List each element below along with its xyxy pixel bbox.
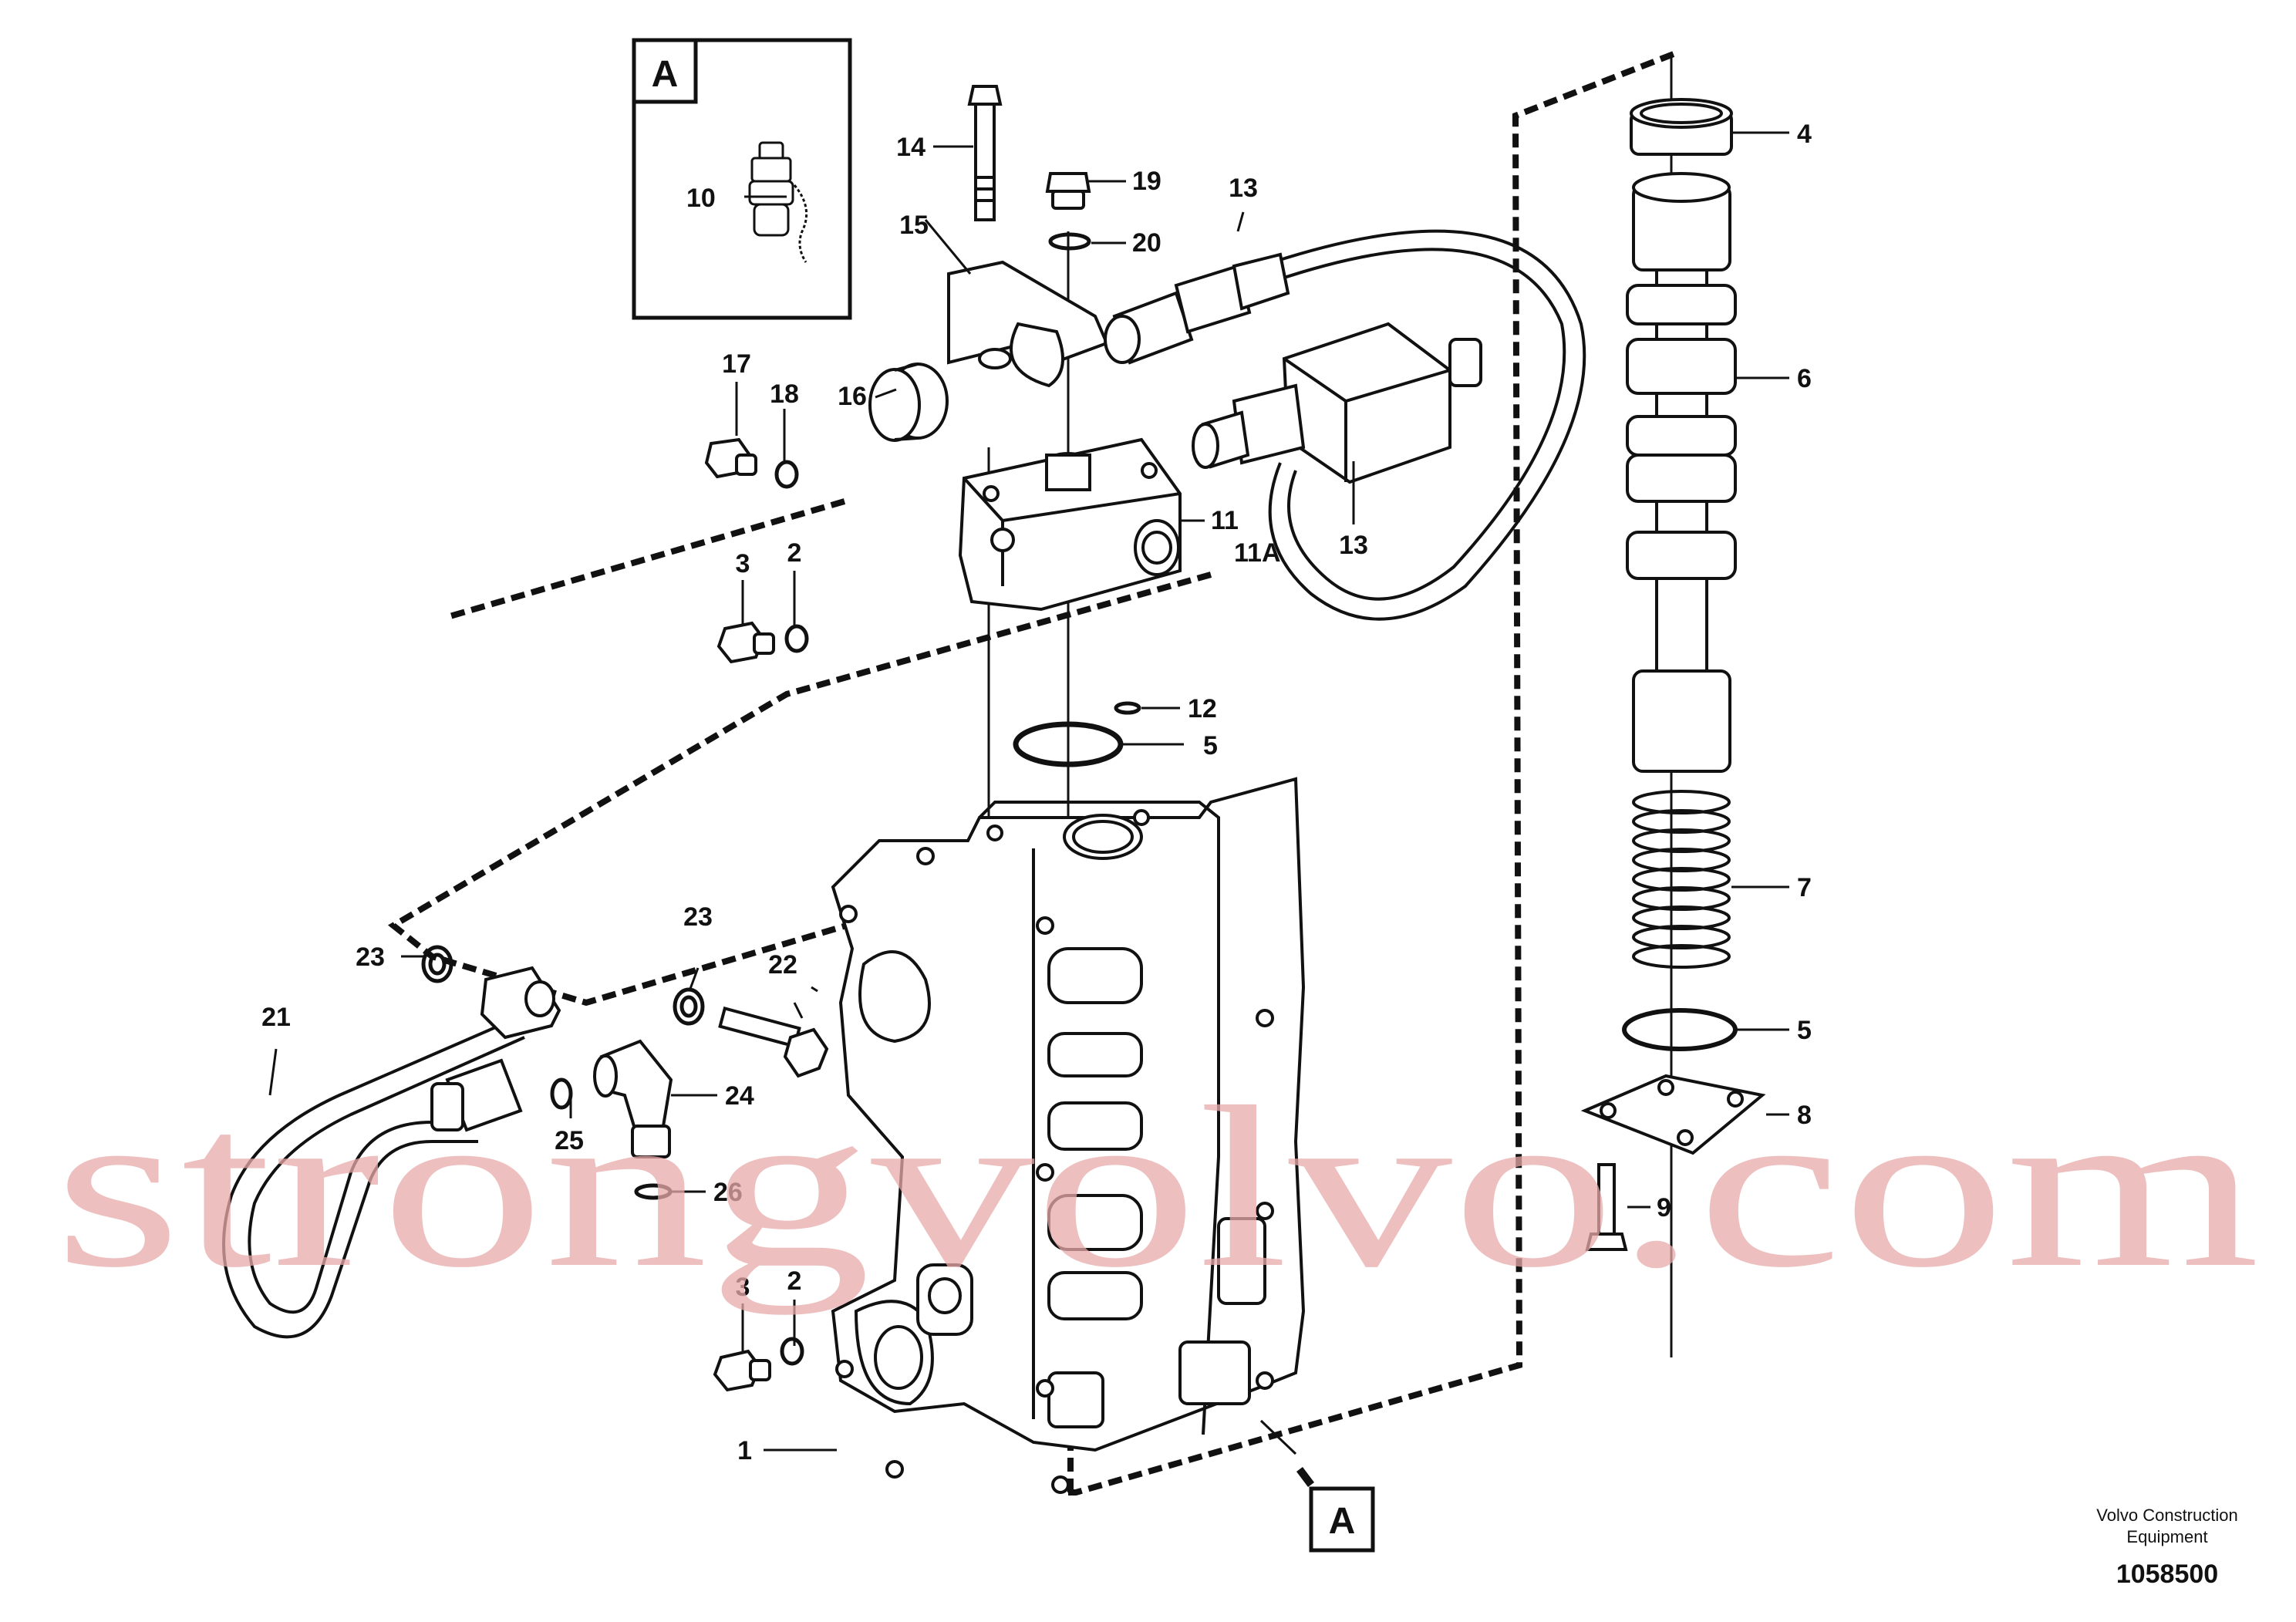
detail-box-a: A [632, 38, 852, 320]
reference-box-a: A [1296, 1467, 1375, 1553]
spring-part [1632, 790, 1731, 969]
plug-3-lower [713, 1337, 804, 1392]
drawing-number: 1058500 [2116, 1560, 2218, 1589]
callout-26: 26 [713, 1178, 743, 1207]
watermark-text: strongvolvo.com [54, 1059, 2260, 1316]
detail-box-letter: A [652, 54, 679, 95]
callout-13-lower: 13 [1339, 531, 1368, 560]
callout-19: 19 [1132, 167, 1161, 196]
callout-8: 8 [1797, 1101, 1812, 1130]
pipe-21 [222, 1017, 525, 1339]
callout-3-lower: 3 [736, 1273, 750, 1302]
callout-11: 11 [1211, 506, 1239, 535]
callout-2-lower: 2 [787, 1266, 802, 1296]
quick-coupling-part [748, 141, 808, 263]
leader-lines [268, 131, 1789, 1455]
plug-19 [1045, 172, 1091, 251]
callout-25: 25 [555, 1126, 584, 1155]
hose-13 [1268, 229, 1586, 621]
callout-5-lower: 5 [1797, 1016, 1812, 1045]
callout-1: 1 [737, 1436, 752, 1465]
callout-3-upper: 3 [736, 549, 750, 578]
callout-4: 4 [1797, 120, 1812, 149]
callout-13-upper: 13 [1229, 174, 1258, 203]
pipe-21-ends [430, 966, 561, 1132]
washers-23 [421, 945, 705, 1026]
callout-6: 6 [1797, 364, 1812, 393]
banjo-bolt-22 [718, 1007, 829, 1078]
o-ring-5-upper [1013, 721, 1124, 767]
callout-15: 15 [899, 211, 929, 240]
callout-18: 18 [770, 379, 799, 409]
sub-block [958, 437, 1182, 612]
callout-2-upper: 2 [787, 538, 802, 568]
callout-23-left: 23 [356, 943, 385, 972]
reference-box-letter: A [1329, 1501, 1356, 1542]
spool-stack [1580, 98, 1766, 1251]
hose-fitting-13 [1104, 252, 1290, 365]
callout-14: 14 [896, 133, 925, 162]
callout-17: 17 [722, 349, 751, 379]
callout-labels: 10 14 19 20 13 15 16 17 18 11 11A 13 3 2… [261, 120, 1812, 1465]
footer: Volvo Construction Equipment 1058500 [2096, 1506, 2237, 1589]
callout-24: 24 [725, 1081, 754, 1111]
valve-housing [831, 777, 1306, 1494]
footer-company-line2: Equipment [2126, 1527, 2207, 1546]
o-ring-12 [1114, 701, 1141, 715]
callout-5-upper: 5 [1203, 731, 1218, 760]
clamp-assembly [868, 85, 1109, 442]
callout-20: 20 [1132, 228, 1161, 258]
callout-11a: 11A [1234, 538, 1281, 568]
plug-17 [704, 437, 799, 489]
callout-10: 10 [686, 184, 716, 213]
callout-21: 21 [261, 1003, 291, 1032]
callout-23-right: 23 [683, 902, 713, 932]
sensor-13 [1192, 322, 1482, 484]
callout-12: 12 [1188, 694, 1217, 723]
footer-company-line1: Volvo Construction [2096, 1506, 2237, 1525]
assembly-outline-diag [387, 572, 1212, 1007]
elbow-24 [550, 1039, 673, 1200]
callout-16: 16 [838, 382, 867, 411]
callout-9: 9 [1657, 1193, 1671, 1222]
plug-3-upper [716, 621, 809, 664]
callout-22: 22 [768, 950, 797, 980]
callout-7: 7 [1797, 873, 1812, 902]
